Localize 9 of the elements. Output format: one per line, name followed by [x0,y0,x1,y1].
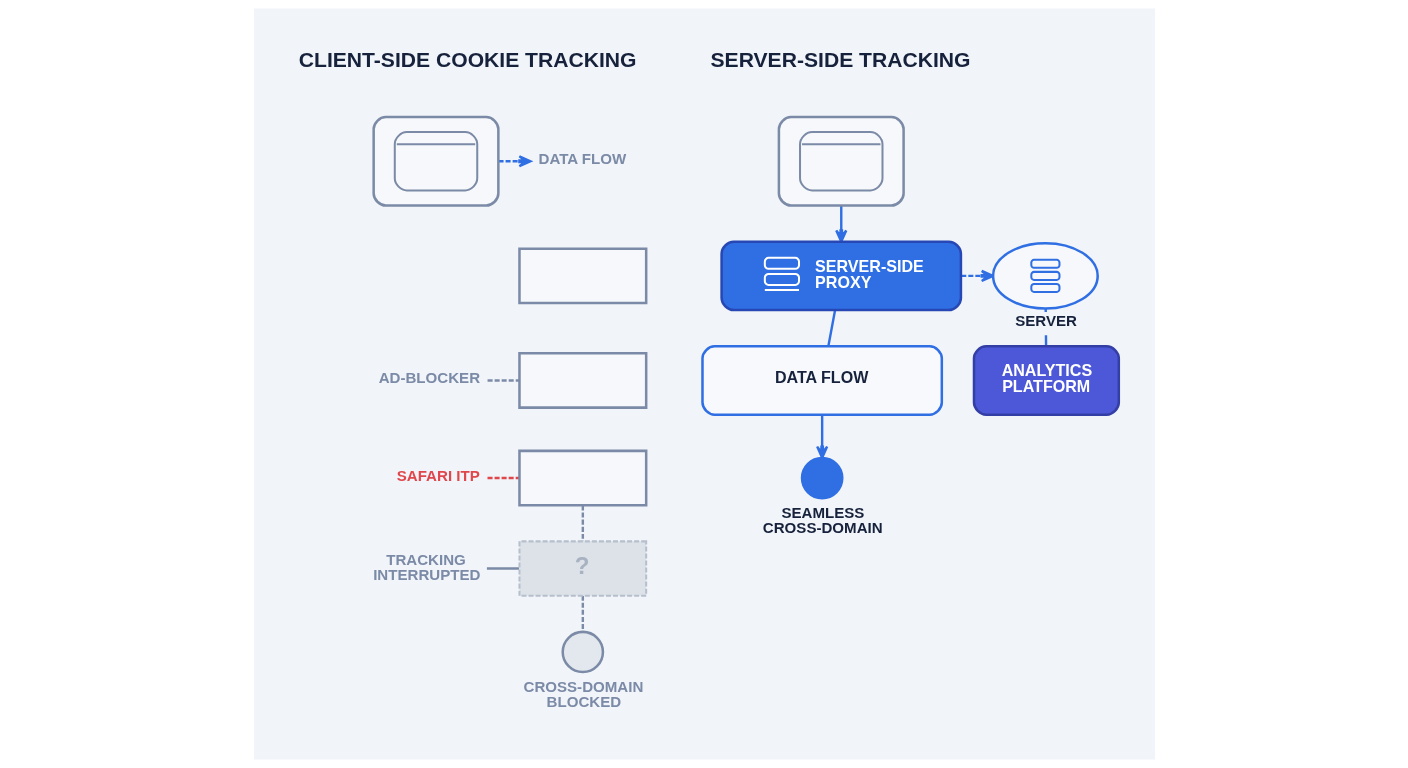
label: CLIENT-SIDE COOKIE TRACKING [298,48,637,72]
label: SERVER-SIDE TRACKING [710,48,971,72]
node-text: DATA FLOW [538,149,626,167]
node-text: TRACKING INTERRUPTED [372,550,480,583]
node-label: SEAMLESS CROSS-DOMAIN [762,504,883,537]
node-text: SAFARI ITP [396,466,480,484]
node-label: CROSS-DOMAIN BLOCKED [523,678,643,711]
node-text: AD-BLOCKER [378,368,480,386]
node-label: SERVER [1014,312,1077,330]
